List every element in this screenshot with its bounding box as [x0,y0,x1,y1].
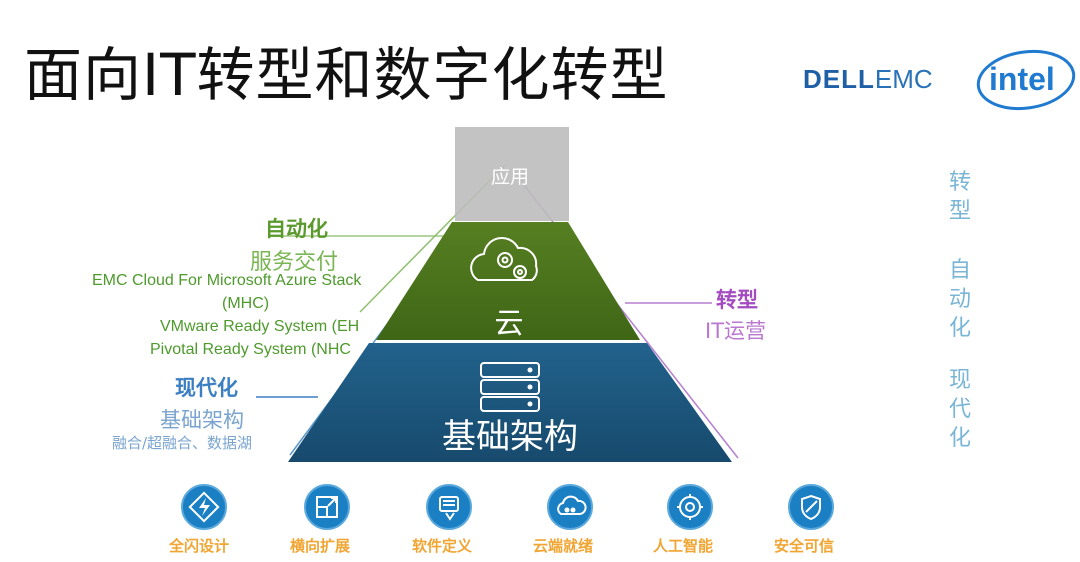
vertical-word-automation: 自动化 [948,258,971,341]
cloud-ready-icon [547,484,593,530]
transformation-subheading: IT运营 [705,319,767,343]
feature-label: 横向扩展 [290,537,351,555]
dell-emc-logo: DELLEMC [803,64,933,95]
cloud-gear-icon [470,237,538,281]
feature-label: 软件定义 [412,537,473,555]
automation-heading: 自动化 [265,217,328,241]
pyramid-bottom-tier [288,343,732,462]
modernization-subheading: 基础架构 [160,408,244,432]
pyramid-bottom-label: 基础架构 [442,417,578,457]
feature-label: 云端就绪 [533,537,594,555]
transformation-heading: 转型 [716,288,758,312]
intel-logo: intel [976,49,1076,111]
feature-label: 安全可信 [774,537,835,555]
flash-icon [181,484,227,530]
feature-label: 人工智能 [653,537,714,555]
expand-icon [304,484,350,530]
automation-item: VMware Ready System (EH [160,318,360,335]
automation-item: (MHC) [222,295,270,312]
intel-logo-text: intel [989,61,1055,97]
vertical-word-transformation: 转型 [948,170,971,224]
automation-subheading: 服务交付 [250,250,339,275]
ai-chip-icon [667,484,713,530]
automation-item: EMC Cloud For Microsoft Azure Stack [92,272,362,289]
software-icon [426,484,472,530]
pyramid-top-tier [455,127,569,221]
shield-icon [788,484,834,530]
pyramid-top-label: 应用 [491,166,529,188]
automation-item: Pivotal Ready System (NHC [150,341,351,358]
emc-logo-text: EMC [874,64,933,94]
slide-title: 面向IT转型和数字化转型 [24,41,669,109]
pyramid-middle-label: 云 [494,306,523,340]
feature-label: 全闪设计 [169,537,230,555]
modernization-detail: 融合/超融合、数据湖 [112,434,253,452]
dell-logo-text: DELL [803,64,875,94]
vertical-word-modernization: 现代化 [948,368,971,451]
server-icon [480,362,540,412]
modernization-heading: 现代化 [175,376,238,400]
